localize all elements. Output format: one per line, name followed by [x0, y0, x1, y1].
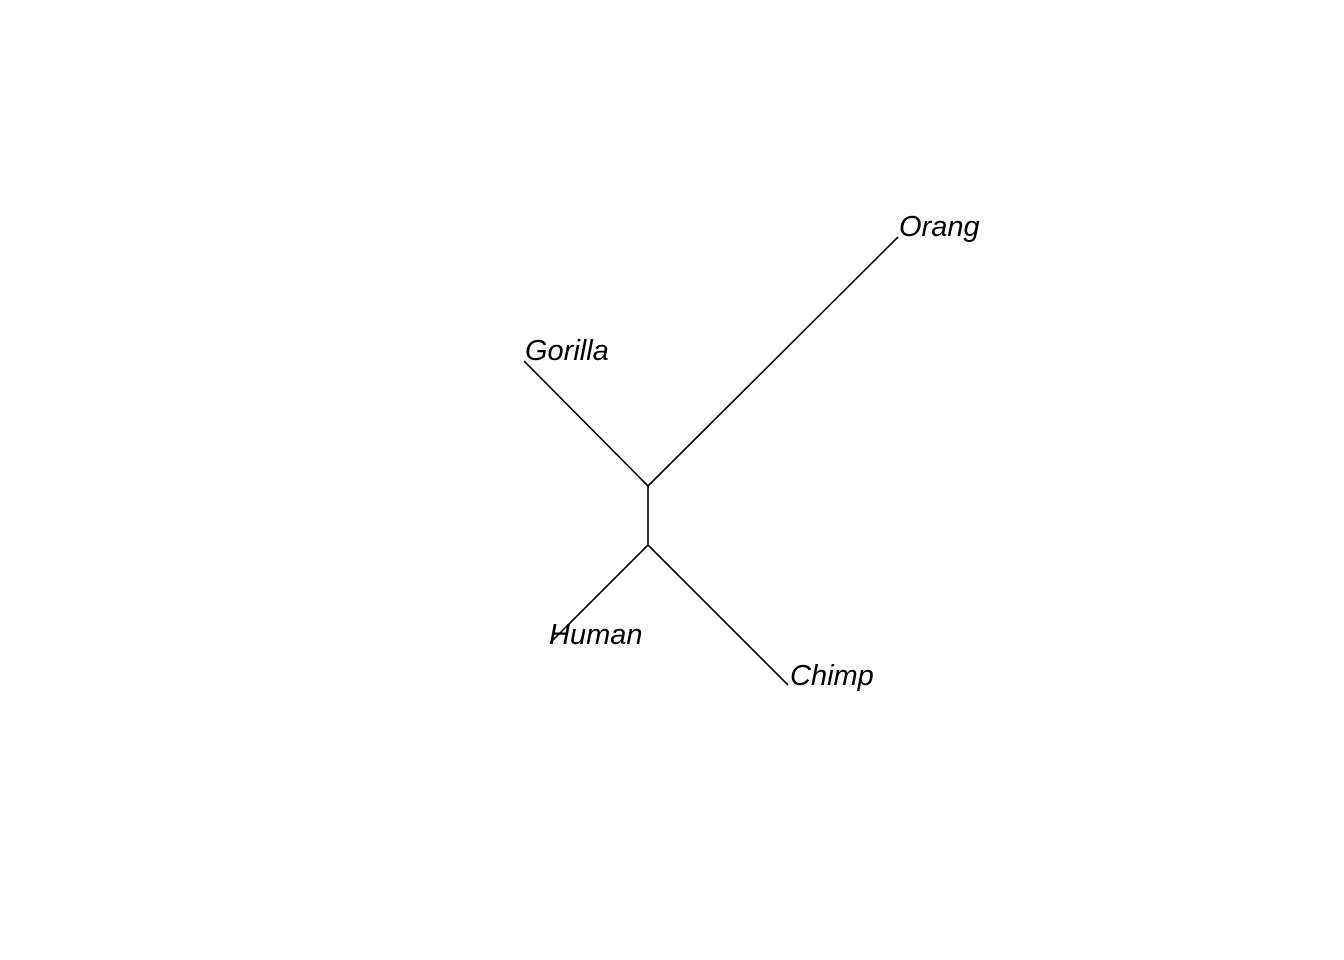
- tip-label-orang: Orang: [899, 211, 980, 243]
- branch-human: [549, 544, 649, 644]
- tip-label-human: Human: [549, 619, 643, 651]
- branch-gorilla: [523, 360, 649, 487]
- tip-label-chimp: Chimp: [790, 660, 874, 692]
- branch-chimp: [647, 544, 789, 686]
- tip-label-gorilla: Gorilla: [525, 335, 609, 367]
- branch-orang: [647, 236, 899, 487]
